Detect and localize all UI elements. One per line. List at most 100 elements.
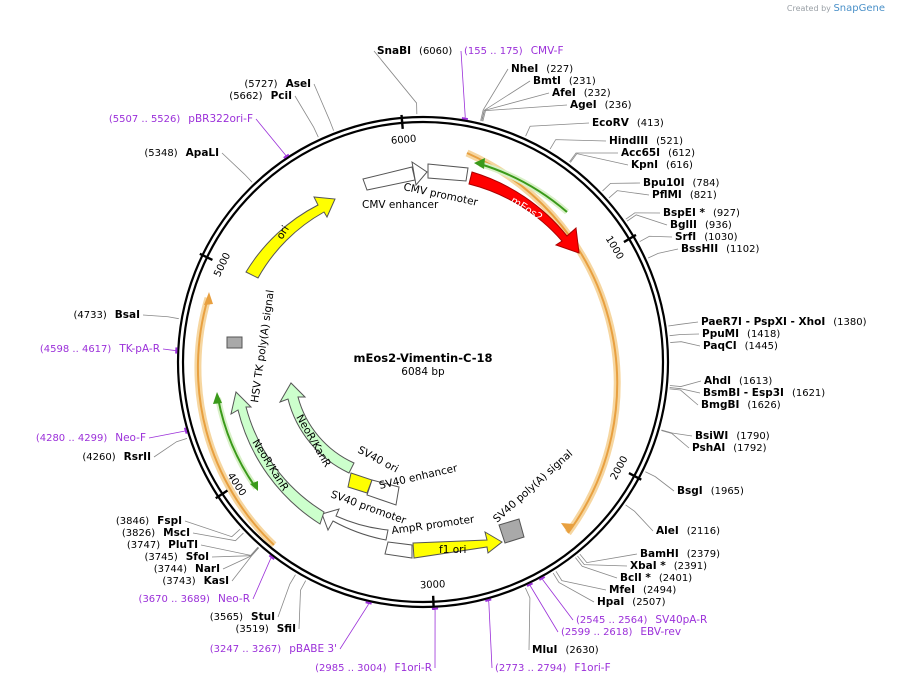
orf-layer xyxy=(194,149,621,548)
site-position: (3744) xyxy=(154,564,187,575)
primer-label-pbabe-3: (3247 .. 3267)pBABE 3' xyxy=(210,643,337,655)
site-position: (821) xyxy=(690,190,717,201)
site-leader-bsai xyxy=(142,314,179,320)
site-label-hindiii: HindIII(521) xyxy=(609,135,683,147)
site-position: (1445) xyxy=(745,341,778,352)
site-position: (521) xyxy=(656,136,683,147)
feature-f1-ori xyxy=(412,530,503,559)
site-name: SrfI xyxy=(675,231,696,243)
site-position: (3745) xyxy=(144,552,177,563)
site-label-pluti: (3747)PluTI xyxy=(127,539,198,551)
site-position: (6060) xyxy=(419,46,452,57)
site-leader-pcii xyxy=(294,95,319,138)
primer-label-tk-pa-r: (4598 .. 4617) TK-pA-R xyxy=(40,343,160,355)
site-leader-bsgi xyxy=(645,471,675,492)
site-label-bsai: (4733)BsaI xyxy=(73,309,140,321)
site-position: (1965) xyxy=(711,486,744,497)
site-position: (612) xyxy=(668,148,695,159)
site-name: PaeR7I - PspXI - XhoI xyxy=(701,316,825,328)
feature-layer xyxy=(226,160,580,559)
site-name: BamHI xyxy=(640,548,679,560)
site-leader-bmgbi xyxy=(669,388,699,406)
site-name: SfoI xyxy=(186,551,209,563)
site-name: FspI xyxy=(157,515,182,527)
site-name: BspEI * xyxy=(663,207,706,219)
site-position: (5727) xyxy=(244,79,277,90)
site-name: StuI xyxy=(251,611,275,623)
site-position: (3743) xyxy=(162,576,195,587)
backbone-tick-4000 xyxy=(215,489,229,500)
site-leader-fspi xyxy=(184,520,241,538)
primer-mark-neo-f xyxy=(183,427,188,434)
site-label-bsshii: BssHII(1102) xyxy=(681,243,759,255)
feature-hsv-tk-polya xyxy=(226,336,243,349)
site-label-bamhi: BamHI(2379) xyxy=(640,548,720,560)
site-leader-sfii xyxy=(298,580,307,630)
site-label-msci: (3826)MscI xyxy=(122,527,190,539)
feature-label-f1-ori: f1 ori xyxy=(439,544,466,556)
site-leader-nhei xyxy=(480,68,509,121)
site-position: (227) xyxy=(546,64,573,75)
primer-name: EBV-rev xyxy=(640,626,681,638)
primer-leader-neo-f xyxy=(148,430,187,439)
primer-mark-ebv-rev xyxy=(526,582,533,587)
site-label-alei: AleI(2116) xyxy=(656,525,720,537)
site-label-bcli: BclI *(2401) xyxy=(620,572,692,584)
site-name: Acc65I xyxy=(621,147,660,159)
primer-label-f1ori-r: (2985 .. 3004)F1ori-R xyxy=(315,662,432,674)
primer-mark-pbabe-3 xyxy=(365,601,372,605)
site-label-bpu10i: Bpu10I(784) xyxy=(643,177,720,189)
site-label-ecorv: EcoRV(413) xyxy=(592,117,664,129)
site-position: (1621) xyxy=(792,388,825,399)
site-name: PflMI xyxy=(652,189,682,201)
backbone-tick-label-1000: 1000 xyxy=(603,234,625,261)
primer-name: pBABE 3' xyxy=(289,643,337,655)
orf-green-1 xyxy=(479,163,568,213)
primer-position: (3670 .. 3689) xyxy=(139,594,211,605)
site-leader-asei xyxy=(313,83,334,131)
feature-neor-kanr-outer xyxy=(230,391,325,525)
primer-position: (2985 .. 3004) xyxy=(315,663,387,674)
site-position: (3565) xyxy=(210,612,243,623)
site-label-mlui: MluI(2630) xyxy=(532,644,599,656)
site-position: (1418) xyxy=(747,329,780,340)
primer-leader-pbabe-3 xyxy=(339,601,370,650)
site-leader-pshai xyxy=(661,430,690,449)
primer-label-cmv-f: (155 .. 175)CMV-F xyxy=(464,45,564,57)
site-leader-ahdi xyxy=(669,380,702,387)
site-position: (2507) xyxy=(632,597,665,608)
site-position: (2494) xyxy=(643,585,676,596)
site-name: MscI xyxy=(163,527,190,539)
primer-label-pbr322ori-f: (5507 .. 5526)pBR322ori-F xyxy=(109,113,253,125)
credit-prefix: Created by xyxy=(786,4,831,13)
feature-ampr-promoter xyxy=(384,541,413,559)
site-leader-bcli xyxy=(575,557,618,579)
site-label-rsrii: (4260)RsrII xyxy=(82,451,151,463)
site-label-pcii: (5662)PciI xyxy=(229,90,292,102)
primer-position: (4598 .. 4617) xyxy=(40,344,112,355)
site-leader-hpai xyxy=(552,572,595,603)
site-label-bspei: BspEI *(927) xyxy=(663,207,740,219)
site-name: BsiWI xyxy=(695,430,728,442)
site-name: BssHII xyxy=(681,243,718,255)
site-leader-acc65i xyxy=(569,152,619,163)
primer-mark-neo-r xyxy=(268,554,275,560)
site-position: (1792) xyxy=(733,443,766,454)
site-label-srfi: SrfI (1030) xyxy=(675,231,738,243)
site-label-bsmbi-esp3i: BsmBI - Esp3I(1621) xyxy=(703,387,825,399)
site-position: (4733) xyxy=(73,310,106,321)
site-position: (3519) xyxy=(235,624,268,635)
backbone-tick-label-2000: 2000 xyxy=(609,454,631,482)
feature-ori xyxy=(245,196,336,279)
site-name: KpnI xyxy=(631,159,658,171)
orf-arc-neo-line xyxy=(197,297,275,546)
primer-name: TK-pA-R xyxy=(118,343,160,355)
site-label-stui: (3565) StuI xyxy=(210,611,275,623)
site-leader-paqci xyxy=(670,341,701,347)
site-label-paer7i-pspxi-xhoi: PaeR7I - PspXI - XhoI(1380) xyxy=(701,316,867,328)
feature-sv40-enhancer xyxy=(366,479,400,506)
site-position: (1030) xyxy=(704,232,737,243)
site-leader-msci xyxy=(192,532,244,542)
primer-name: Neo-R xyxy=(218,593,250,605)
orf-arrowhead xyxy=(561,523,574,533)
